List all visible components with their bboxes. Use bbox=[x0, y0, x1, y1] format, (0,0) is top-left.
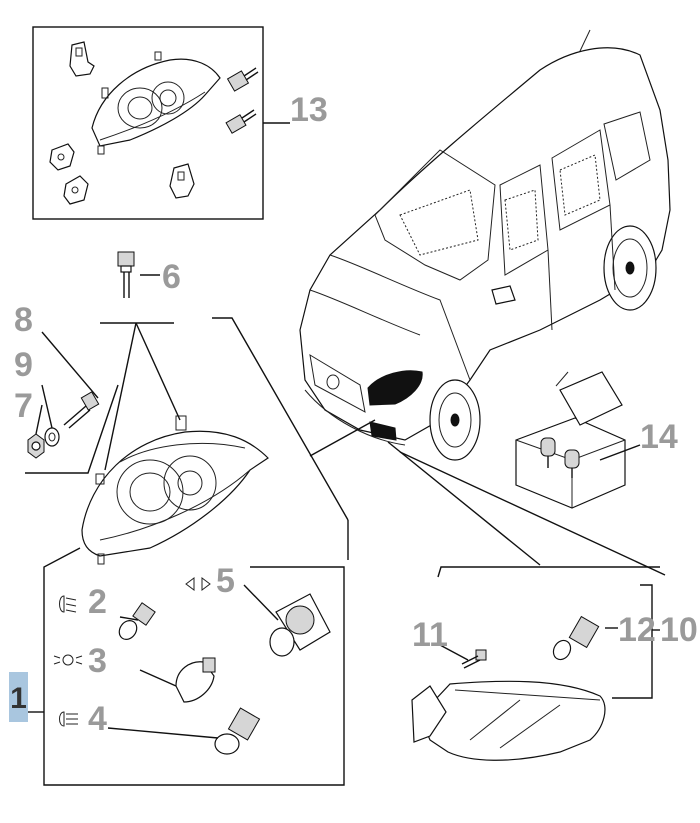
callout-14[interactable]: 14 bbox=[640, 418, 678, 456]
screw-11-drawing bbox=[439, 644, 487, 669]
callout-11[interactable]: 11 bbox=[412, 616, 448, 654]
bulb-3-drawing bbox=[139, 657, 216, 703]
main-headlamp-drawing bbox=[81, 415, 269, 565]
kit-bracket-right bbox=[169, 163, 195, 199]
kit-clip-left bbox=[49, 143, 75, 171]
callout-8[interactable]: 8 bbox=[14, 301, 33, 339]
screw-6-drawing bbox=[117, 251, 160, 298]
kit-13-box bbox=[32, 26, 290, 220]
bulb-kit-box-14 bbox=[515, 371, 641, 509]
main-beam-icon bbox=[59, 711, 78, 727]
bulb-group-box bbox=[28, 547, 345, 786]
bolt-8-drawing bbox=[63, 391, 100, 429]
kit-headlamp-drawing bbox=[91, 51, 221, 155]
kit-bracket-top bbox=[69, 41, 95, 77]
callout-3[interactable]: 3 bbox=[88, 642, 107, 680]
callout-1[interactable]: 1 bbox=[10, 682, 27, 715]
callout-7[interactable]: 7 bbox=[14, 387, 33, 425]
callout-4[interactable]: 4 bbox=[88, 700, 107, 738]
bulb-5-drawing bbox=[243, 584, 331, 657]
car-foglamp-highlight bbox=[369, 421, 397, 441]
callout-2[interactable]: 2 bbox=[88, 583, 107, 621]
kit-screw-1 bbox=[226, 67, 259, 92]
fog-lamp-group bbox=[411, 584, 660, 761]
leader-lines bbox=[25, 317, 666, 578]
nut-7-drawing bbox=[27, 433, 45, 459]
callout-1-highlight[interactable] bbox=[9, 672, 28, 722]
kit-clip-lower bbox=[63, 175, 89, 205]
washer-9-drawing bbox=[44, 427, 60, 447]
callout-13[interactable]: 13 bbox=[290, 91, 328, 129]
car-headlamp-highlight bbox=[367, 370, 423, 406]
direction-arrows-icon bbox=[185, 577, 211, 591]
bulb-4-drawing bbox=[107, 707, 261, 755]
bulb-12-drawing bbox=[552, 615, 600, 661]
callout-12[interactable]: 12 bbox=[618, 611, 656, 649]
callout-6[interactable]: 6 bbox=[162, 258, 181, 296]
callout-10[interactable]: 10 bbox=[660, 611, 698, 649]
dipped-beam-icon bbox=[59, 595, 77, 613]
bulb-2-drawing bbox=[118, 602, 156, 640]
kit-screw-2 bbox=[225, 109, 257, 134]
car-drawing bbox=[299, 29, 671, 461]
side-light-icon bbox=[53, 654, 83, 666]
callout-9[interactable]: 9 bbox=[14, 346, 33, 384]
callout-5[interactable]: 5 bbox=[216, 562, 235, 600]
